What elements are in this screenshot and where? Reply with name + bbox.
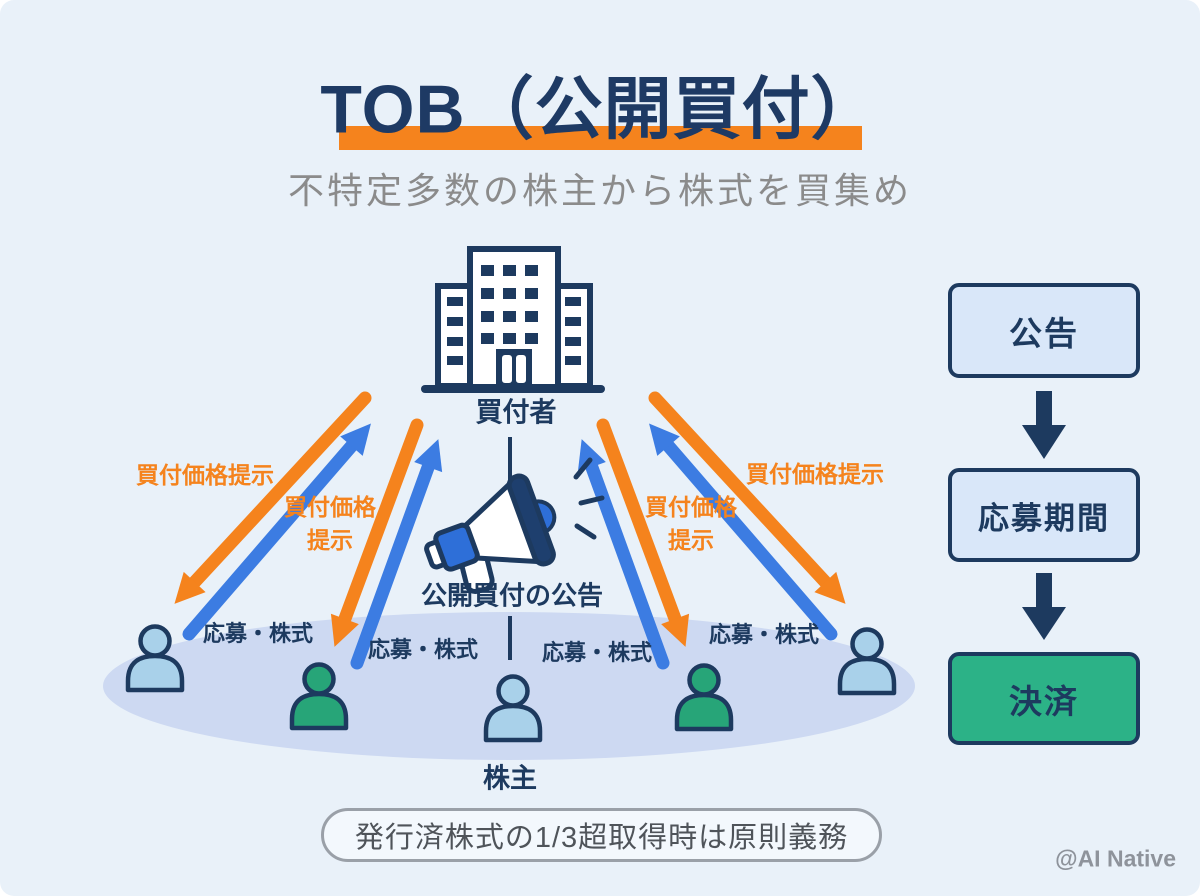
flow-step-application-period: 応募期間 (948, 468, 1140, 562)
announcement-caption: 公開買付の公告 (420, 580, 604, 611)
tender-arrow-left-outer (182, 423, 371, 641)
credit-watermark: @AI Native (1055, 845, 1176, 872)
title-highlight-bar (339, 126, 862, 150)
price-offer-arrow-left-outer (174, 391, 372, 604)
footnote-pill: 発行済株式の1/3超取得時は原則義務 (321, 808, 882, 862)
sound-lines-icon (573, 457, 605, 540)
flow-step-label: 応募期間 (978, 500, 1110, 536)
footnote-text: 発行済株式の1/3超取得時は原則義務 (354, 822, 849, 854)
flow-step-label: 公告 (1009, 314, 1079, 352)
price-offer-arrows (174, 391, 846, 647)
price-offer-label-line1: 買付価格 (645, 494, 737, 520)
flow-step-settlement: 決済 (948, 652, 1140, 745)
page-title: TOB（公開買付） (320, 71, 880, 148)
flow-step-announcement: 公告 (948, 283, 1140, 378)
down-arrow-icon (1022, 391, 1066, 640)
price-offer-label-left-outer: 買付価格提示 (136, 462, 274, 488)
buyer-label: 買付者 (475, 397, 557, 428)
tender-arrow-right-inner (577, 439, 670, 670)
person-icon-blue (125, 624, 185, 693)
tender-label-right-outer: 応募・株式 (708, 622, 820, 647)
price-offer-label-line2: 提示 (668, 527, 714, 553)
person-icon-green (289, 662, 349, 731)
tender-label-right-inner: 応募・株式 (541, 640, 653, 665)
shareholder-icons (125, 624, 897, 743)
person-icon-blue (483, 674, 543, 743)
building-icon (421, 246, 605, 393)
tender-arrow-left-inner (350, 439, 443, 670)
flow-step-label: 決済 (1009, 682, 1079, 720)
tender-arrows (182, 423, 838, 670)
price-offer-label-line1: 買付価格 (284, 494, 376, 520)
person-icon-blue (837, 627, 897, 696)
page-subtitle: 不特定多数の株主から株式を買集め (287, 170, 913, 211)
tender-label-left-outer: 応募・株式 (202, 621, 314, 646)
tender-arrow-right-outer (649, 423, 838, 641)
price-offer-arrow-right-outer (648, 391, 846, 604)
shareholders-label: 株主 (483, 763, 537, 794)
price-offer-arrow-right-inner (596, 418, 690, 647)
price-offer-arrow-left-inner (330, 418, 424, 647)
price-offer-label-left-inner: 買付価格 提示 (284, 491, 376, 557)
tender-label-left-inner: 応募・株式 (367, 637, 479, 662)
price-offer-label-right-outer: 買付価格提示 (746, 461, 884, 487)
megaphone-icon (424, 457, 605, 595)
person-icon-green (674, 663, 734, 732)
price-offer-label-line2: 提示 (307, 527, 353, 553)
price-offer-label-right-inner: 買付価格 提示 (645, 491, 737, 557)
